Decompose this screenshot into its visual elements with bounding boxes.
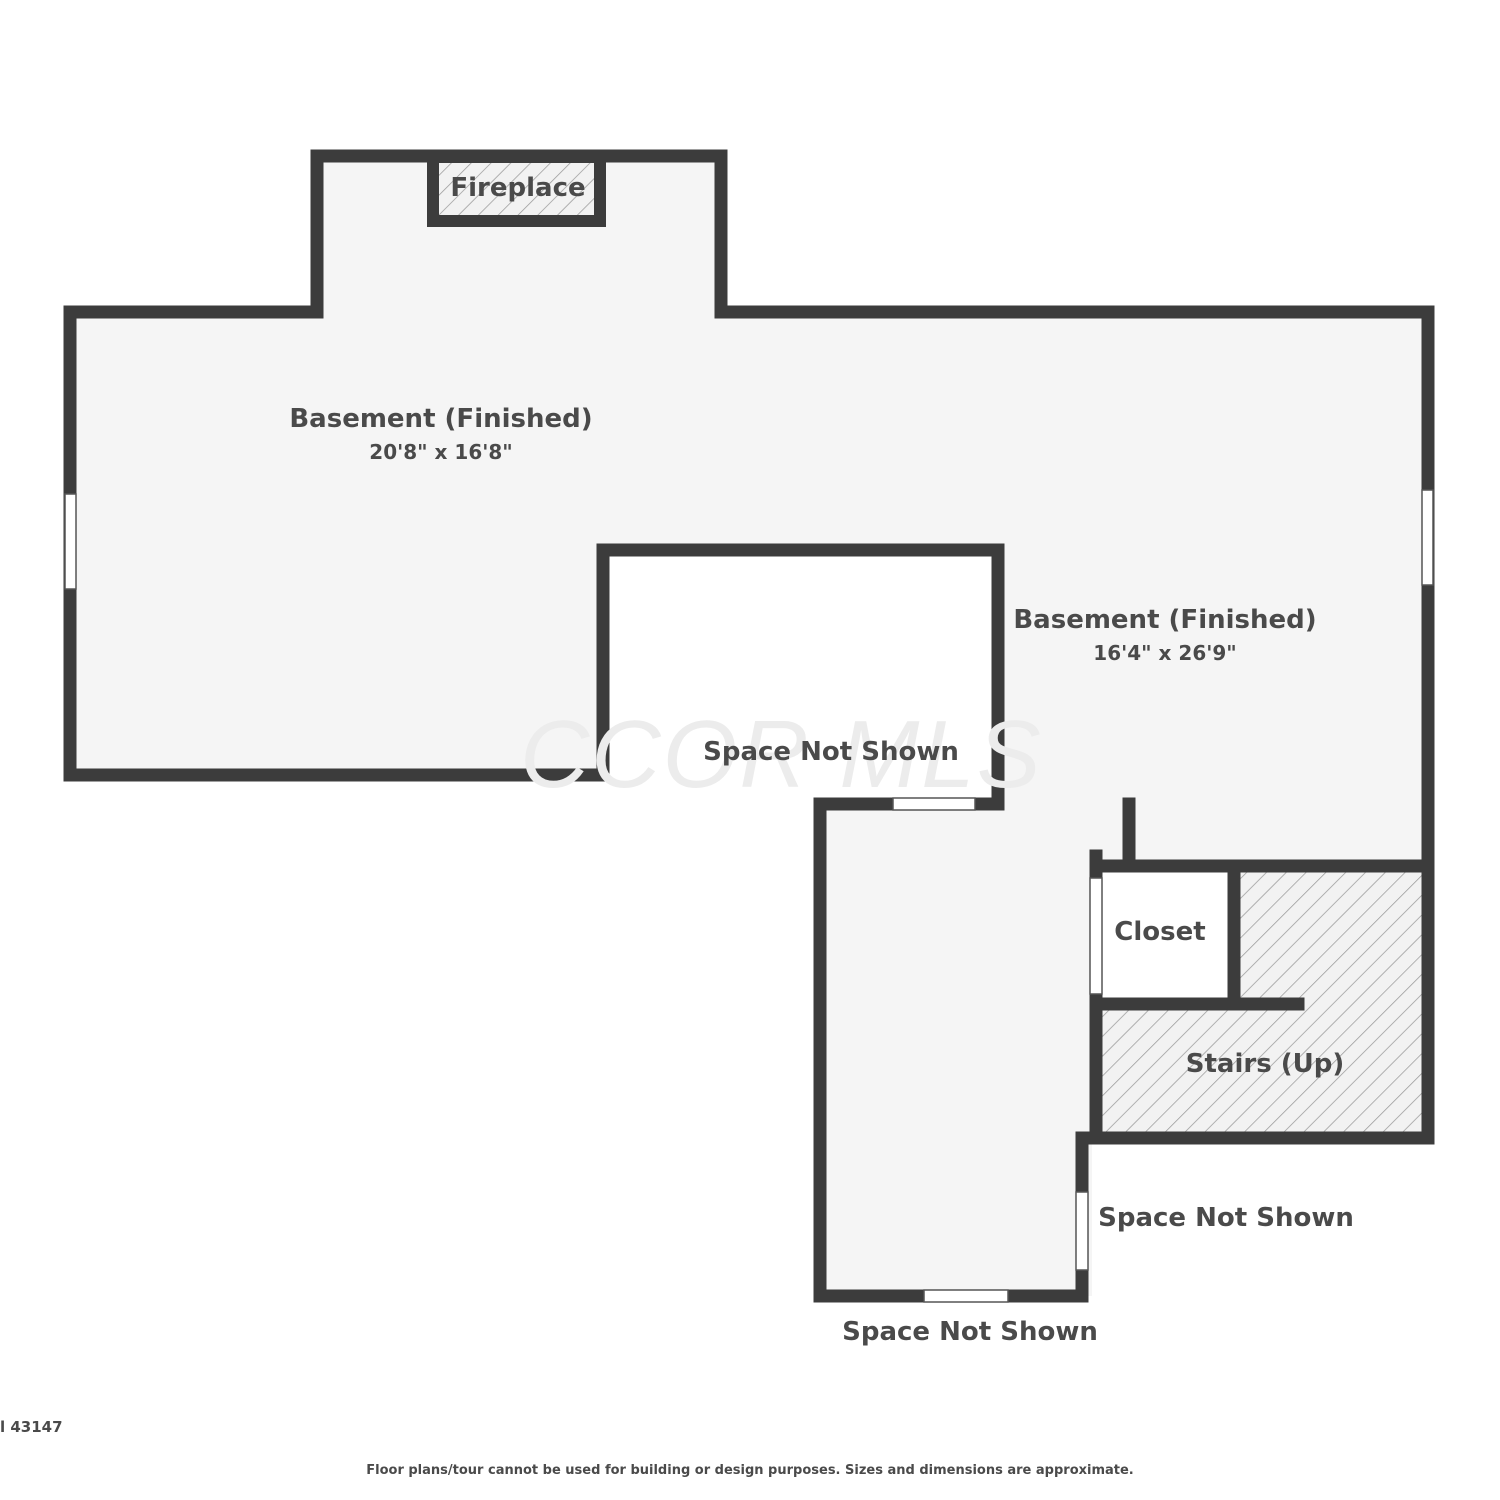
window-right: [1421, 489, 1434, 586]
basement-left-dimensions: 20'8" x 16'8": [369, 440, 513, 464]
door-right-lower: [1075, 1191, 1089, 1271]
window-left: [64, 493, 77, 590]
basement-left-label: Basement (Finished): [289, 404, 593, 434]
basement-right-dimensions: 16'4" x 26'9": [1093, 641, 1237, 665]
space-not-shown-center-label: Space Not Shown: [703, 737, 959, 767]
closet-label: Closet: [1114, 917, 1206, 947]
walls: [63, 149, 1435, 1303]
listing-id: l 43147: [0, 1418, 63, 1436]
door-center: [892, 797, 976, 811]
closet-door: [1089, 877, 1103, 995]
fireplace-label: Fireplace: [450, 173, 586, 203]
openings: [64, 489, 1434, 1303]
disclaimer: Floor plans/tour cannot be used for buil…: [366, 1463, 1134, 1478]
floor-area: [70, 156, 1430, 1296]
basement-right-label: Basement (Finished): [1013, 605, 1317, 635]
space-not-shown-right-label: Space Not Shown: [1098, 1203, 1354, 1233]
space-not-shown-bottom-label: Space Not Shown: [842, 1317, 1098, 1347]
door-bottom: [923, 1289, 1009, 1303]
watermark: CCOR MLS: [520, 701, 1043, 808]
stairs-label: Stairs (Up): [1185, 1049, 1345, 1079]
